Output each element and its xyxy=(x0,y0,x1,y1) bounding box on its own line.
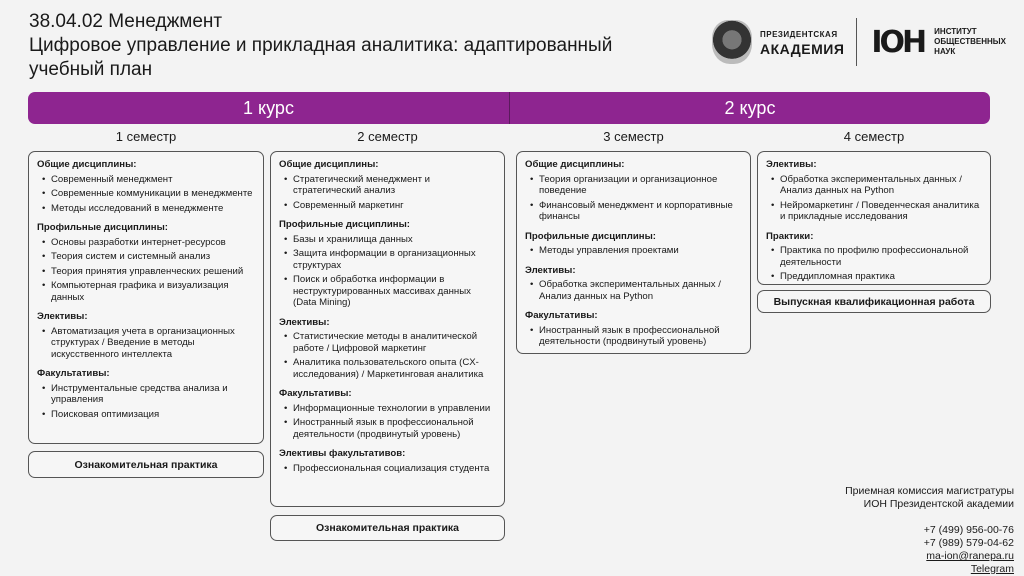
list-item: Инструментальные средства анализа и упра… xyxy=(37,383,255,406)
course-list: Практика по профилю профессиональной дея… xyxy=(766,245,982,283)
section-title: Профильные дисциплины: xyxy=(37,222,168,233)
list-item: Поисковая оптимизация xyxy=(37,409,255,421)
list-item: Обработка экспериментальных данных / Ана… xyxy=(766,174,982,197)
section-title: Элективы: xyxy=(525,264,576,276)
section-title: Общие дисциплины: xyxy=(279,159,379,170)
list-item: Практика по профилю профессиональной дея… xyxy=(766,245,982,268)
course-list: Базы и хранилища данныхЗащита информации… xyxy=(279,234,496,309)
list-item: Компьютерная графика и визуализация данн… xyxy=(37,280,255,303)
course-list: Информационные технологии в управленииИн… xyxy=(279,403,496,441)
phone-1: +7 (499) 956-00-76 xyxy=(923,524,1014,536)
course-1-header: 1 курс xyxy=(28,92,510,124)
logo-divider xyxy=(856,18,858,66)
semester-box: Общие дисциплины:Современный менеджментС… xyxy=(28,151,264,444)
semester-box: Общие дисциплины: Теория организации и ор… xyxy=(516,151,751,354)
telegram-link[interactable]: Telegram xyxy=(970,563,1014,575)
email-link[interactable]: ma-ion@ranepa.ru xyxy=(926,550,1014,562)
list-item: Защита информации в организационных стру… xyxy=(279,248,496,271)
program-code: 38.04.02 Менеджмент xyxy=(29,11,223,32)
course-list: Методы управления проектами xyxy=(525,245,742,257)
list-item: Профессиональная социализация студента xyxy=(279,463,496,475)
list-item: Статистические методы в аналитической ра… xyxy=(279,331,496,354)
list-item: Автоматизация учета в организационных ст… xyxy=(37,326,255,361)
course-list: Теория организации и организационное пов… xyxy=(525,174,742,223)
section-title: Факультативы: xyxy=(37,368,110,379)
course-list: Современный менеджментСовременные коммун… xyxy=(37,174,255,215)
course-list: Статистические методы в аналитической ра… xyxy=(279,331,496,380)
list-item: Обработка экспериментальных данных / Ана… xyxy=(525,279,742,302)
list-item: Аналитика пользовательского опыта (CX-ис… xyxy=(279,357,496,380)
list-item: Базы и хранилища данных xyxy=(279,234,496,246)
section-title: Профильные дисциплины: xyxy=(279,219,410,230)
course-list: Стратегический менеджмент и стратегическ… xyxy=(279,174,496,212)
list-item: Нейромаркетинг / Поведенческая аналитика… xyxy=(766,200,982,223)
academy-logo: ПРЕЗИДЕНТСКАЯ АКАДЕМИЯ xyxy=(760,30,845,57)
ion-logo-text: ИНСТИТУТ ОБЩЕСТВЕННЫХ НАУК xyxy=(934,27,1006,56)
practice-block: Ознакомительная практика xyxy=(28,451,264,478)
list-item: Преддипломная практика xyxy=(766,271,982,283)
section-title: Общие дисциплины: xyxy=(525,159,625,170)
semester-label: 2 семестр xyxy=(357,129,418,144)
list-item: Современные коммуникации в менеджменте xyxy=(37,188,255,200)
list-item: Иностранный язык в профессиональной деят… xyxy=(279,417,496,440)
course-list: Обработка экспериментальных данных / Ана… xyxy=(525,279,742,302)
contacts: Приемная комиссия магистратуры ИОН Прези… xyxy=(845,485,1014,576)
section-title: Элективы: xyxy=(279,316,330,328)
contacts-org: Приемная комиссия магистратуры xyxy=(845,485,1014,497)
list-item: Поиск и обработка информации в неструкту… xyxy=(279,274,496,309)
logos: ПРЕЗИДЕНТСКАЯ АКАДЕМИЯ IOH ИНСТИТУТ ОБЩЕ… xyxy=(712,16,1006,68)
list-item: Теория организации и организационное пов… xyxy=(525,174,742,197)
phone-2: +7 (989) 579-04-62 xyxy=(923,537,1014,549)
list-item: Финансовый менеджмент и корпоративные фи… xyxy=(525,200,742,223)
course-2-header: 2 курс xyxy=(510,92,990,124)
semester-label: 3 семестр xyxy=(603,129,664,144)
semester-label: 4 семестр xyxy=(843,129,905,144)
semester-box: Общие дисциплины: Стратегический менеджме… xyxy=(270,151,505,507)
contacts-org-2: ИОН Президентской академии xyxy=(863,498,1014,510)
ion-logo-mark: IOH xyxy=(871,24,927,60)
course-list: Обработка экспериментальных данных / Ана… xyxy=(766,174,982,223)
list-item: Стратегический менеджмент и стратегическ… xyxy=(279,174,496,197)
program-name: Цифровое управление и прикладная аналити… xyxy=(29,35,613,80)
list-item: Современный маркетинг xyxy=(279,200,496,212)
list-item: Методы исследований в менеджменте xyxy=(37,203,255,215)
semester-box: Элективы: Обработка экспериментальных дан… xyxy=(757,151,991,285)
course-list: Основы разработки интернет-ресурсовТеори… xyxy=(37,237,255,304)
section-title: Элективы факультативов: xyxy=(279,448,406,459)
practice-block: Ознакомительная практика xyxy=(270,515,505,541)
section-title: Общие дисциплины: xyxy=(37,159,137,170)
course-list: Профессиональная социализация студента xyxy=(279,463,496,475)
section-title: Элективы: xyxy=(766,159,817,170)
list-item: Информационные технологии в управлении xyxy=(279,403,496,415)
section-title: Элективы: xyxy=(37,311,88,322)
list-item: Методы управления проектами xyxy=(525,245,742,257)
section-title: Профильные дисциплины: xyxy=(525,230,656,242)
list-item: Теория систем и системный анализ xyxy=(37,251,255,263)
practice-block: Выпускная квалификационная работа xyxy=(757,290,991,313)
page-title: 38.04.02 Менеджмент Цифровое управление … xyxy=(29,10,669,82)
section-title: Факультативы: xyxy=(525,310,598,321)
course-list: Иностранный язык в профессиональной деят… xyxy=(525,325,742,348)
semester-label: 1 семестр xyxy=(115,129,177,144)
list-item: Основы разработки интернет-ресурсов xyxy=(37,237,255,249)
course-list: Автоматизация учета в организационных ст… xyxy=(37,326,255,361)
academy-emblem-icon xyxy=(712,20,752,64)
section-title: Практики: xyxy=(766,230,814,242)
course-list: Инструментальные средства анализа и упра… xyxy=(37,383,255,421)
section-title: Факультативы: xyxy=(279,388,352,399)
list-item: Теория принятия управленческих решений xyxy=(37,266,255,278)
list-item: Современный менеджмент xyxy=(37,174,255,186)
list-item: Иностранный язык в профессиональной деят… xyxy=(525,325,742,348)
